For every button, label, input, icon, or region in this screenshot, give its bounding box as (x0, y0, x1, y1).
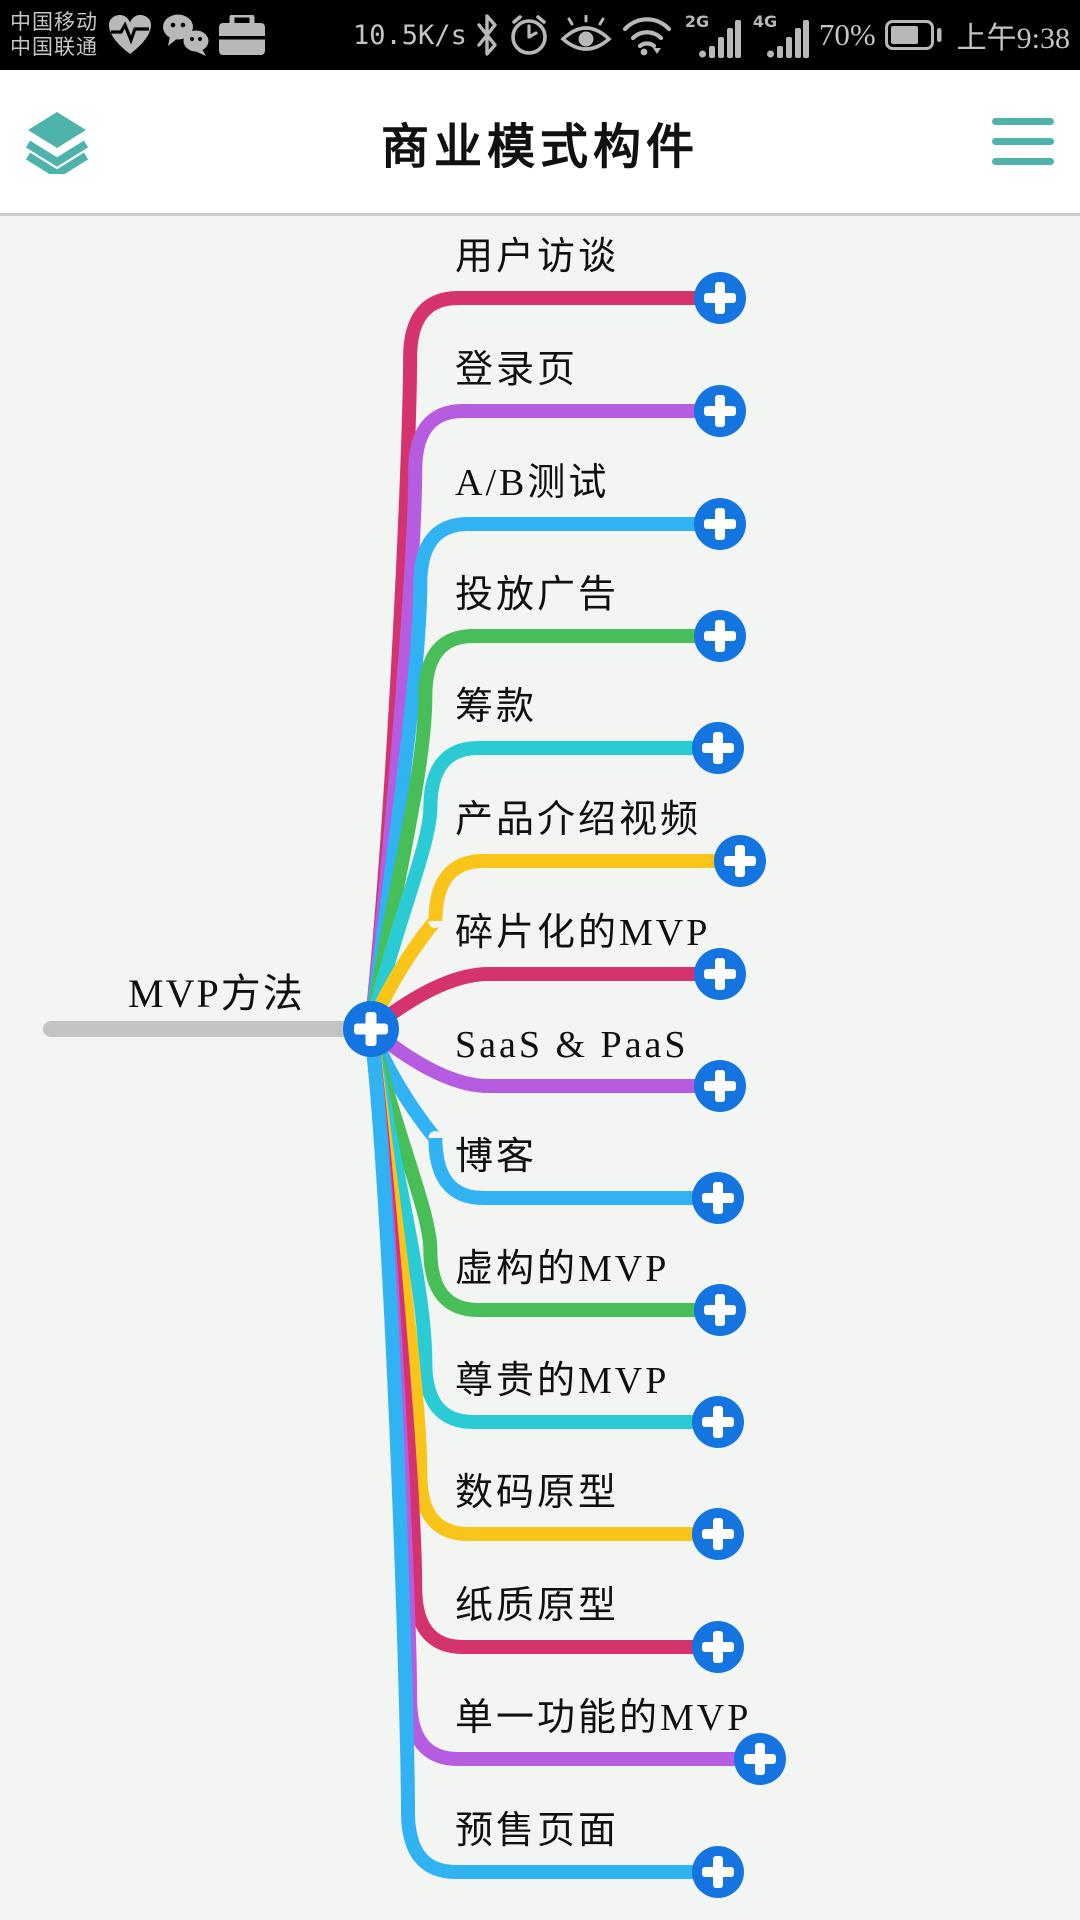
branch-label[interactable]: 登录页 (455, 349, 579, 391)
menu-bar (992, 118, 1054, 125)
branch-label[interactable]: 预售页面 (455, 1810, 620, 1852)
branch-label[interactable]: 产品介绍视频 (455, 799, 702, 841)
briefcase-icon (219, 15, 265, 55)
carrier-line2: 中国联通 (10, 36, 98, 59)
carrier-labels: 中国移动 中国联通 (10, 10, 98, 60)
signal-4g-label: 4G (752, 12, 778, 31)
branch-label[interactable]: SaaS & PaaS (455, 1024, 689, 1066)
center-node-label[interactable]: MVP方法 (128, 971, 305, 1016)
branch-label[interactable]: 虚构的MVP (455, 1248, 670, 1290)
branch-label[interactable]: 筹款 (455, 686, 538, 728)
branch-label[interactable]: A/B测试 (455, 462, 610, 504)
branch-label[interactable]: 博客 (455, 1136, 538, 1178)
battery-icon (884, 20, 942, 50)
signal-4g: 4G (753, 12, 809, 58)
add-node-button[interactable] (692, 1508, 744, 1560)
mindmap-branches (43, 291, 767, 1879)
network-speed: 10.5K/s (353, 19, 467, 51)
battery-percent: 70% (818, 17, 876, 52)
add-node-button[interactable] (692, 722, 744, 774)
clock-time: 上午9:38 (956, 22, 1070, 55)
signal-2g: 2G (685, 12, 741, 58)
wechat-icon (163, 14, 209, 56)
add-node-button[interactable] (694, 272, 746, 324)
wifi-icon (622, 17, 671, 56)
add-node-button[interactable] (692, 1846, 744, 1898)
add-node-button[interactable] (692, 1396, 744, 1448)
heart-pulse-icon (109, 15, 151, 54)
add-node-button[interactable] (734, 1733, 786, 1785)
menu-bar (992, 158, 1054, 165)
app-header: 商业模式构件 (0, 70, 1080, 216)
add-node-button[interactable] (694, 1284, 746, 1336)
mindmap-canvas[interactable]: 用户访谈登录页 A/B测试投放广告筹款产品介绍视频碎片化的MVP SaaS & Pa… (0, 216, 1080, 1920)
signal-4g-bars-icon (766, 20, 809, 58)
add-node-button[interactable] (692, 1621, 744, 1673)
carrier-line1: 中国移动 (10, 11, 98, 34)
branch-label[interactable]: 数码原型 (455, 1472, 620, 1514)
add-node-button[interactable] (694, 1060, 746, 1112)
bluetooth-icon (477, 14, 497, 56)
signal-2g-label: 2G (684, 12, 710, 31)
add-node-button[interactable] (694, 498, 746, 550)
add-node-button[interactable] (692, 1172, 744, 1224)
alarm-clock-icon (511, 15, 547, 55)
eye-icon (560, 15, 612, 51)
add-node-button[interactable] (694, 948, 746, 1000)
add-node-button[interactable] (694, 610, 746, 662)
add-node-button[interactable] (694, 385, 746, 437)
menu-button[interactable] (992, 118, 1054, 165)
branch-label[interactable]: 碎片化的MVP (455, 912, 711, 954)
layers-icon[interactable] (26, 110, 88, 174)
branch-label[interactable]: 尊贵的MVP (455, 1360, 670, 1402)
menu-bar (992, 138, 1054, 145)
status-bar: 中国移动 中国联通 10.5K/s (0, 0, 1080, 70)
center-add-node-button[interactable] (343, 1001, 399, 1057)
branch-label[interactable]: 纸质原型 (455, 1585, 620, 1627)
branch-label[interactable]: 单一功能的MVP (455, 1697, 752, 1739)
signal-2g-bars-icon (698, 20, 741, 58)
branch-label[interactable]: 用户访谈 (455, 236, 620, 278)
add-node-button[interactable] (714, 835, 766, 887)
page-title: 商业模式构件 (380, 120, 699, 174)
branch-label[interactable]: 投放广告 (455, 574, 620, 616)
